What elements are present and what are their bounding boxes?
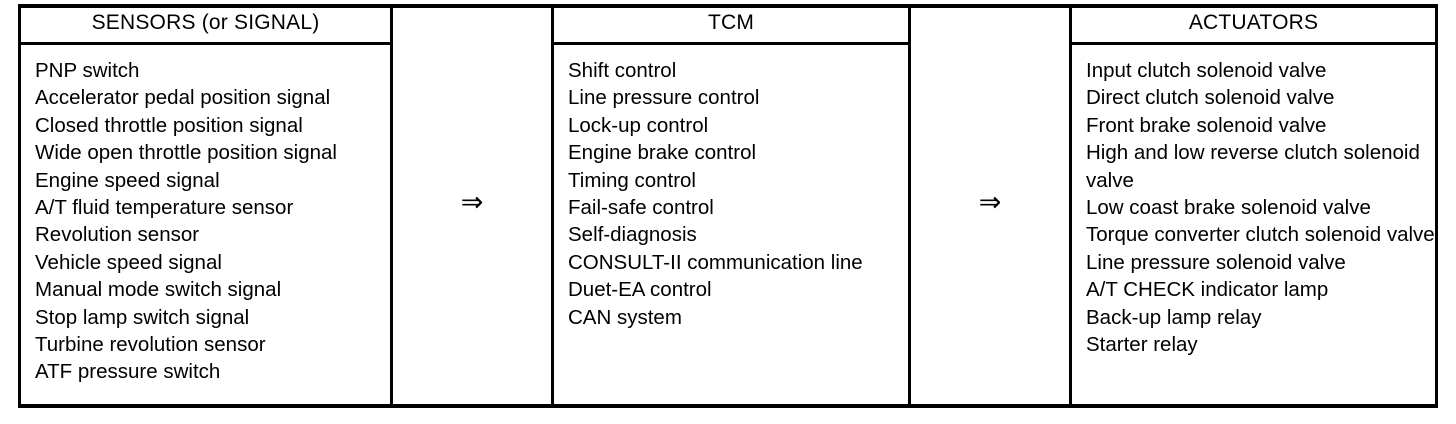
list-item: A/T fluid temperature sensor — [35, 196, 294, 220]
list-item: Starter relay — [1086, 333, 1198, 357]
list-item: A/T CHECK indicator lamp — [1086, 278, 1329, 302]
list-item: Duet-EA control — [568, 278, 712, 302]
connector-inner: ⇒ — [393, 4, 551, 408]
list-item: Lock-up control — [568, 113, 709, 137]
list-item: Fail-safe control — [568, 196, 714, 220]
column-tcm: TCM Shift control Line pressure control … — [551, 4, 911, 408]
list-item: Vehicle speed signal — [35, 250, 222, 274]
list-item: Accelerator pedal position signal — [35, 86, 331, 110]
connector-tcm-to-actuators: ⇒ — [911, 4, 1069, 408]
column-header-sensors: SENSORS (or SIGNAL) — [21, 4, 390, 45]
column-body-tcm: Shift control Line pressure control Lock… — [554, 45, 908, 408]
list-item: CONSULT-II communication line — [568, 250, 863, 274]
list-item: Closed throttle position signal — [35, 113, 303, 137]
column-sensors: SENSORS (or SIGNAL) PNP switch Accelerat… — [18, 4, 393, 408]
list-item: Timing control — [568, 168, 696, 192]
right-double-arrow-icon: ⇒ — [460, 186, 484, 218]
list-item: Torque converter clutch solenoid valve — [1086, 223, 1435, 247]
list-item: Revolution sensor — [35, 223, 200, 247]
list-item: Input clutch solenoid valve — [1086, 59, 1327, 82]
column-body-sensors: PNP switch Accelerator pedal position si… — [21, 45, 390, 408]
right-double-arrow-icon: ⇒ — [978, 186, 1002, 218]
frame-top-rule — [18, 4, 1438, 8]
list-item: Line pressure control — [568, 86, 760, 110]
list-item: PNP switch — [35, 59, 140, 82]
connector-sensors-to-tcm: ⇒ — [393, 4, 551, 408]
column-header-tcm: TCM — [554, 4, 908, 45]
list-item: Shift control — [568, 59, 677, 82]
list-item: Manual mode switch signal — [35, 278, 282, 302]
frame-bottom-rule — [18, 404, 1438, 408]
list-item: ATF pressure switch — [35, 360, 221, 384]
list-item: Stop lamp switch signal — [35, 305, 250, 329]
list-item: Direct clutch solenoid valve — [1086, 86, 1335, 110]
column-header-actuators: ACTUATORS — [1072, 4, 1435, 45]
list-item: High and low reverse clutch solenoid val… — [1086, 141, 1420, 192]
list-item: Line pressure solenoid valve — [1086, 250, 1346, 274]
list-item: Back-up lamp relay — [1086, 305, 1262, 329]
list-item: Engine brake control — [568, 141, 757, 165]
list-item: Low coast brake solenoid valve — [1086, 196, 1371, 220]
column-actuators: ACTUATORS Input clutch solenoid valve Di… — [1069, 4, 1438, 408]
list-item: Front brake solenoid valve — [1086, 113, 1327, 137]
list-item: Wide open throttle position signal — [35, 141, 337, 165]
list-item: Self-diagnosis — [568, 223, 697, 247]
list-item: CAN system — [568, 305, 682, 329]
column-body-actuators: Input clutch solenoid valve Direct clutc… — [1072, 45, 1435, 408]
list-item: Engine speed signal — [35, 168, 220, 192]
connector-inner: ⇒ — [911, 4, 1069, 408]
list-item: Turbine revolution sensor — [35, 333, 266, 357]
diagram-columns: SENSORS (or SIGNAL) PNP switch Accelerat… — [18, 4, 1438, 408]
